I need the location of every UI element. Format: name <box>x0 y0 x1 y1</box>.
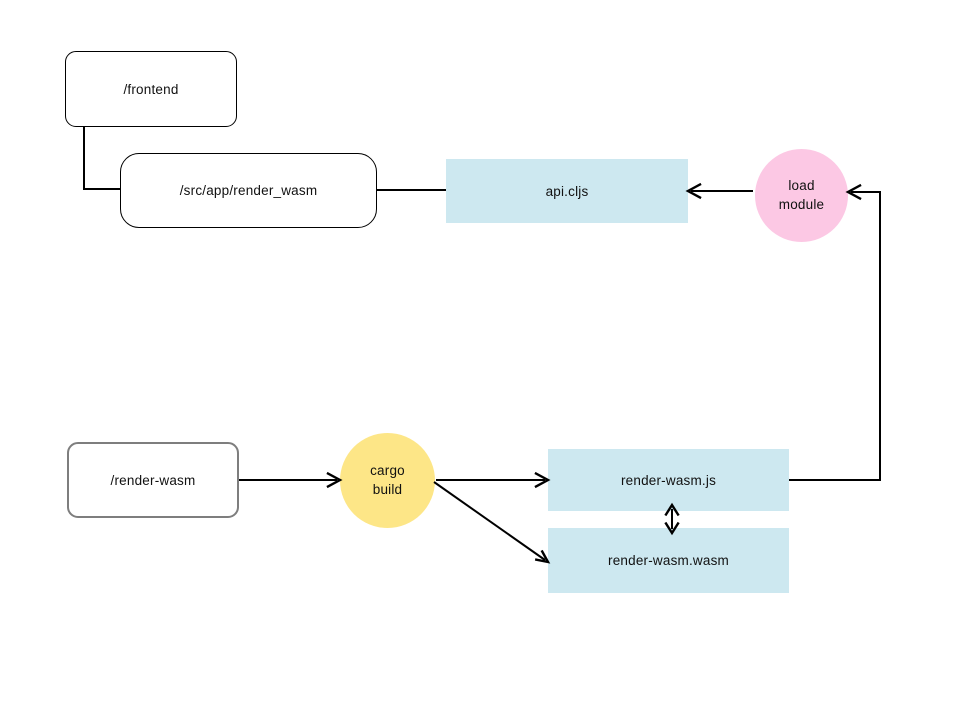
node-frontend-label: /frontend <box>123 81 179 97</box>
node-frontend: /frontend <box>65 51 237 127</box>
node-render-wasm-js: render-wasm.js <box>548 449 789 511</box>
node-render-wasm-js-label: render-wasm.js <box>620 472 717 488</box>
node-load-module-label: load module <box>778 178 825 212</box>
node-src-app-render-wasm-label: /src/app/render_wasm <box>179 183 318 198</box>
node-src-app-render-wasm: /src/app/render_wasm <box>120 153 377 228</box>
node-cargo-build-label: cargo build <box>370 463 405 497</box>
connector-cargo-to-wasm <box>433 481 551 564</box>
node-render-wasm-dir-label: /render-wasm <box>110 472 196 488</box>
node-cargo-build: cargo build <box>340 433 435 528</box>
node-api-cljs: api.cljs <box>446 159 688 223</box>
node-render-wasm-dir: /render-wasm <box>67 442 239 518</box>
node-render-wasm-wasm: render-wasm.wasm <box>548 528 789 593</box>
connector-load-module-to-api <box>685 182 753 200</box>
node-api-cljs-label: api.cljs <box>545 183 589 199</box>
node-render-wasm-wasm-label: render-wasm.wasm <box>608 553 729 568</box>
node-load-module: load module <box>755 149 848 242</box>
connector-render-dir-to-cargo <box>239 471 343 489</box>
connector-frontend-to-src-app <box>83 127 120 190</box>
connector-cargo-to-js <box>436 471 551 489</box>
